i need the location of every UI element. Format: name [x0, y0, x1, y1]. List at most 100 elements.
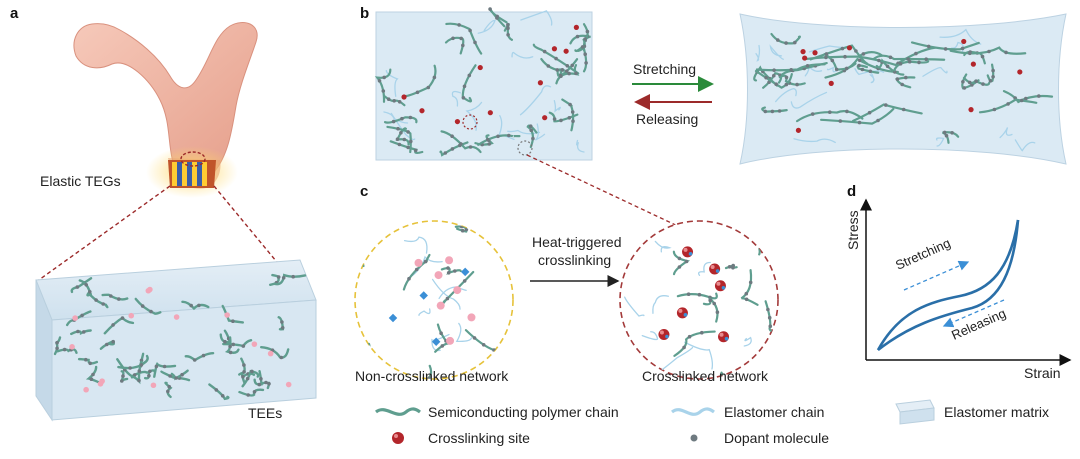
- zoom-line-left: [35, 185, 171, 283]
- dopant-dot: [784, 82, 789, 87]
- dopant-dot: [991, 75, 995, 79]
- crosslinking-site: [658, 329, 670, 341]
- dopant-dot: [712, 301, 716, 306]
- dopant-dot: [715, 310, 720, 315]
- panel-d: d Stress Strain Stretching Releasing: [845, 183, 1072, 381]
- dopant-dot: [546, 64, 551, 68]
- dopant-dot: [128, 366, 132, 370]
- semiconducting-chain: [224, 336, 240, 354]
- non-crosslinked-caption: Non-crosslinked network: [355, 368, 509, 384]
- dopant-dot: [857, 120, 862, 125]
- dopant-dot: [440, 344, 445, 348]
- dopant-dot: [772, 73, 776, 78]
- dopant-dot: [906, 57, 910, 61]
- panel-a: a Elastic TEGs: [10, 5, 317, 422]
- dopant-dot: [120, 379, 124, 383]
- crosslinking-site: [968, 107, 974, 113]
- dopant-dot: [843, 54, 847, 59]
- crosslink-blue: [683, 313, 688, 317]
- dopant-dot: [281, 276, 286, 280]
- dopant-dot: [774, 82, 778, 86]
- dopant-dot: [697, 292, 702, 297]
- elastomer-chain: [999, 127, 1013, 139]
- dopant-dot: [845, 109, 849, 114]
- dopant-dot: [467, 73, 472, 78]
- dopant-dot: [472, 336, 477, 340]
- pink-dopant: [285, 381, 292, 388]
- dopant-dot: [961, 80, 965, 84]
- dopant-dot: [487, 142, 492, 146]
- dopant-dot: [805, 64, 810, 68]
- dopant-dot: [830, 58, 835, 63]
- unstretched-network: [374, 7, 593, 161]
- semiconducting-chain: [160, 370, 191, 382]
- dopant-dot: [267, 382, 271, 386]
- crosslinking-site: [542, 115, 548, 121]
- dopant-dot: [280, 320, 284, 324]
- pink-dopant: [434, 271, 443, 280]
- dopant-dot: [457, 23, 461, 27]
- dopant-dot: [1037, 94, 1041, 98]
- dopant-dot: [574, 71, 578, 76]
- legend-label: Elastomer matrix: [944, 404, 1049, 420]
- legend-elastomer-matrix: Elastomer matrix: [895, 399, 1049, 425]
- dopant-dot: [970, 83, 974, 87]
- dopant-dot: [55, 340, 59, 345]
- dopant-dot: [496, 134, 500, 139]
- crosslinking-site: [800, 49, 806, 55]
- dopant-dot: [506, 26, 510, 31]
- semiconducting-chain: [978, 98, 1038, 114]
- dopant-dot: [459, 224, 464, 229]
- dopant-dot: [748, 280, 753, 285]
- dopant-dot: [397, 142, 402, 147]
- dopant-dot: [117, 297, 121, 301]
- zoom-marker-b2: [517, 140, 533, 156]
- legend-label: Elastomer chain: [724, 404, 824, 420]
- stretched-network: [739, 13, 1067, 165]
- elastomer-chain: [455, 322, 473, 343]
- semiconducting-chain: [164, 381, 173, 399]
- dopant-dot: [358, 259, 363, 263]
- semiconducting-chain: [872, 54, 946, 61]
- arm-illustration: [73, 22, 258, 198]
- dopant-dot: [756, 243, 761, 247]
- semiconducting-chain: [762, 72, 783, 89]
- legend-label: Crosslinking site: [428, 430, 530, 446]
- pink-dopant: [436, 301, 445, 310]
- dopant-dot: [140, 304, 145, 308]
- dopant-dot: [968, 51, 972, 56]
- crosslinking-site: [551, 46, 558, 52]
- dopant-dot: [700, 330, 704, 335]
- dopant-dot: [461, 43, 465, 48]
- dopant-dot: [162, 364, 167, 369]
- crosslinking-site: [401, 94, 407, 100]
- elastomer-chain: [534, 123, 546, 141]
- dopant-dot: [768, 353, 772, 358]
- dopant-dot: [62, 347, 67, 352]
- x-axis-label: Strain: [1024, 365, 1061, 381]
- dopant-dot: [554, 56, 558, 61]
- dopant-dot: [944, 133, 949, 138]
- dopant-dot: [766, 307, 770, 312]
- elastomer-chain: [477, 19, 496, 34]
- dopant-dot: [583, 37, 587, 41]
- dopant-dot: [399, 131, 403, 135]
- crosslinking-site: [454, 118, 461, 125]
- pink-dopant: [150, 382, 157, 389]
- dopant-dot: [677, 265, 682, 269]
- dopant-dot: [386, 97, 391, 101]
- dopant-dot: [942, 130, 947, 135]
- dopant-dot: [901, 107, 906, 112]
- elastomer-chain: [465, 101, 483, 131]
- dopant-dot: [120, 316, 125, 320]
- dopant-dot: [507, 133, 511, 138]
- dopant-dot: [259, 377, 263, 381]
- elastomer-chain: [793, 138, 836, 144]
- dopant-dot: [409, 139, 413, 144]
- elastomer-chain: [403, 236, 428, 254]
- dopant-dot: [810, 112, 815, 116]
- dopant-dot: [570, 63, 574, 68]
- teg-device: [168, 160, 216, 188]
- crosslink-highlight: [710, 264, 715, 269]
- semiconducting-chain: [402, 253, 431, 291]
